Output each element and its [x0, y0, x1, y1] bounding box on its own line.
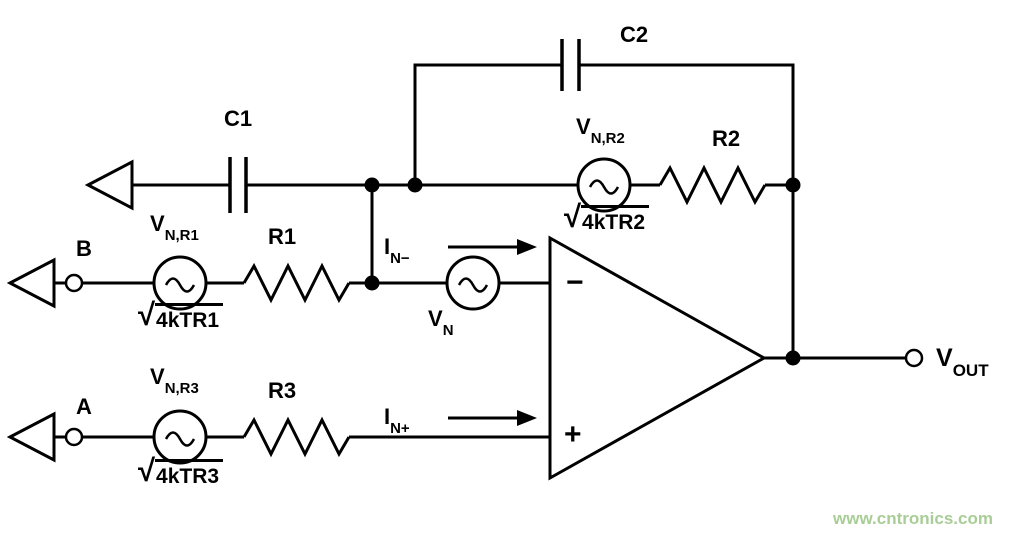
label-in-plus: IN+: [384, 404, 410, 437]
input-arrow-icon-a: [6, 411, 56, 463]
label-vn-r1: VN,R1: [150, 211, 199, 244]
label-vout: VOUT: [936, 344, 989, 380]
arrow-in-minus-head-icon: [517, 239, 537, 255]
label-r2: R2: [712, 126, 741, 151]
terminal-vout: [904, 348, 924, 368]
label-sqrt-4ktr1: √4kTR1: [138, 297, 224, 332]
wire-feedback-right: [579, 63, 795, 358]
opamp-inverting-sign: −: [566, 266, 584, 299]
wire-feedback-left: [413, 63, 562, 185]
label-a: A: [76, 394, 92, 419]
radical-sign: √: [138, 297, 156, 332]
tilde-icon-vnr3: [164, 431, 196, 447]
radical-sign: √: [138, 453, 156, 488]
label-r1: R1: [268, 224, 297, 249]
label-sqrt-4ktr3: √4kTR3: [138, 453, 224, 488]
label-sqrt-4ktr2: √4kTR2: [564, 199, 650, 234]
label-c1: C1: [224, 106, 253, 131]
resistor-r2: [658, 164, 767, 206]
junction-dot-2: [407, 177, 423, 193]
resistor-r1: [242, 262, 351, 304]
tilde-icon-vnr2: [588, 179, 620, 195]
arrow-in-plus-head-icon: [517, 410, 537, 426]
opamp-noninverting-sign: +: [564, 418, 582, 451]
tilde-icon-vnr1: [164, 277, 196, 293]
label-vn-r2: VN,R2: [576, 114, 625, 147]
label-in-minus: IN−: [384, 234, 410, 267]
resistor-r3: [242, 416, 351, 458]
label-b: B: [76, 236, 92, 261]
junction-dot-3: [364, 275, 380, 291]
junction-dot-4: [785, 177, 801, 193]
label-c2: C2: [620, 22, 649, 47]
opamp-triangle: [548, 235, 768, 481]
watermark-text: www.cntronics.com: [833, 509, 993, 528]
label-vn-r3: VN,R3: [150, 364, 199, 397]
junction-dot-1: [364, 177, 380, 193]
label-r3: R3: [268, 378, 297, 403]
input-arrow-icon-top: [84, 159, 134, 211]
radical-sign: √: [564, 199, 582, 234]
junction-dot-5: [785, 350, 801, 366]
terminal-b: [64, 273, 84, 293]
tilde-icon-vn: [457, 277, 489, 293]
terminal-a: [64, 427, 84, 447]
label-vn: VN: [428, 306, 454, 339]
input-arrow-icon-b: [6, 257, 56, 309]
